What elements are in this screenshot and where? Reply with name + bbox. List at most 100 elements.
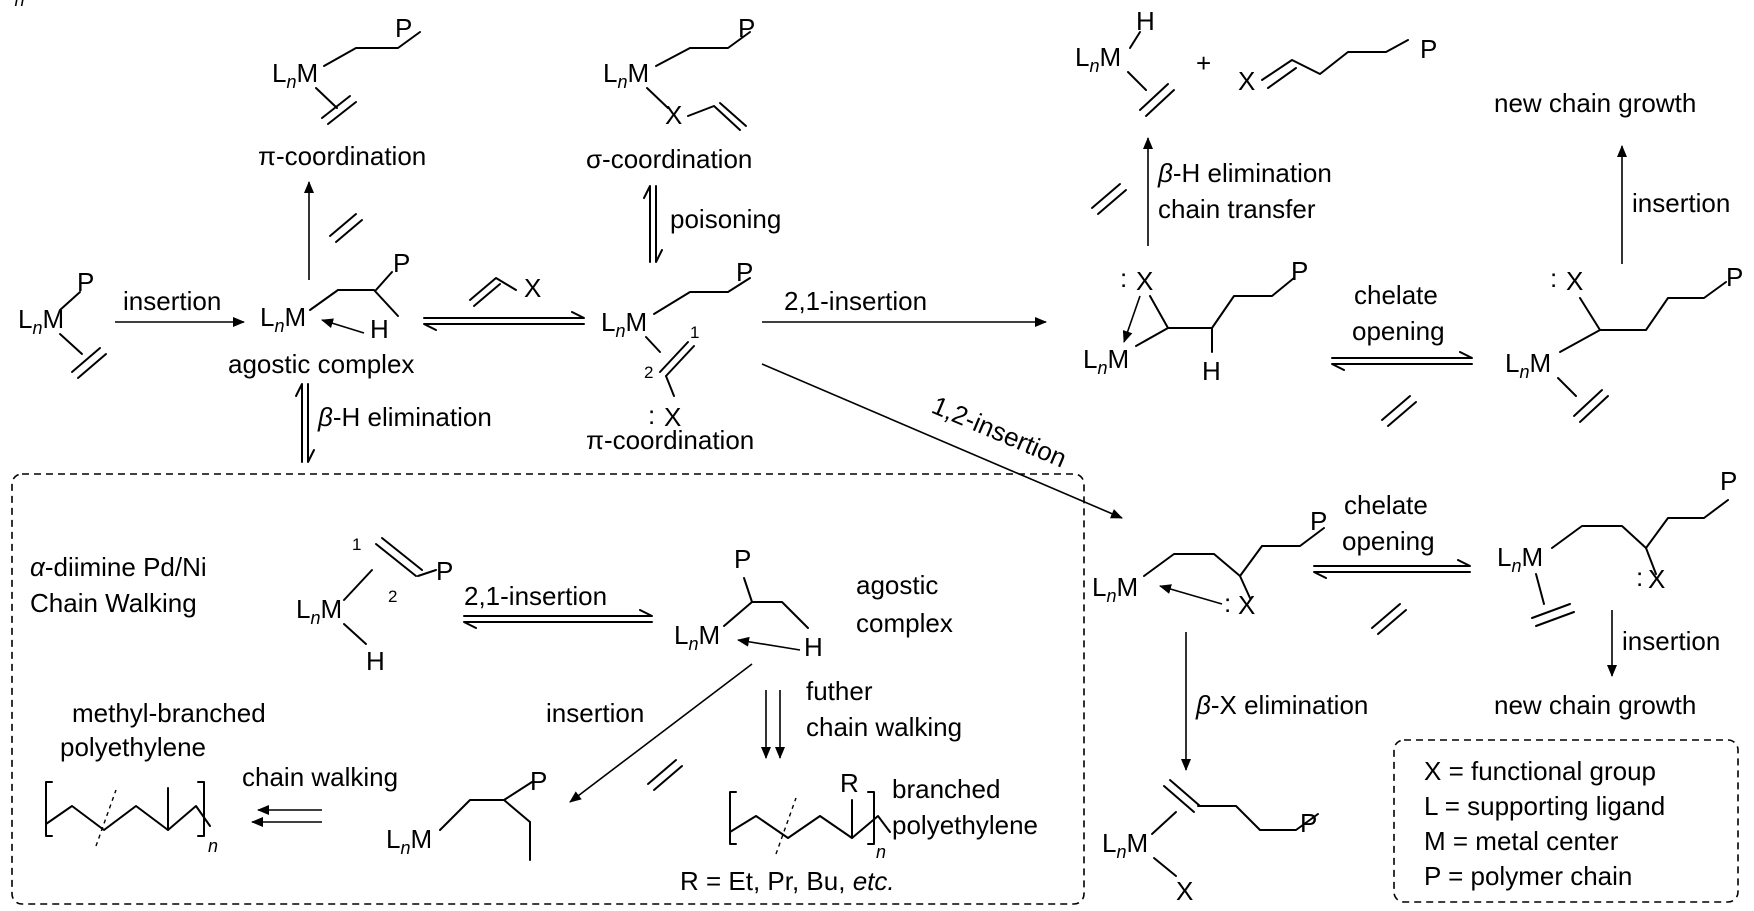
- ligand-label: LnM: [0, 0, 46, 10]
- x-atom: X: [665, 100, 682, 130]
- x-atom: X: [1648, 564, 1665, 594]
- repeat-n: n: [876, 842, 886, 862]
- position-1-label: 1: [690, 323, 699, 342]
- plus-sign: +: [1196, 48, 1211, 78]
- beta-x-elimination-label: β-X elimination: [1195, 690, 1368, 720]
- lone-pair: :: [1550, 263, 1557, 293]
- methyl-branched-polyethylene: n: [45, 781, 218, 856]
- insertion-label-top-right: insertion: [1632, 188, 1730, 218]
- legend-item: M = metal center: [1424, 826, 1619, 856]
- x-atom: X: [1238, 590, 1255, 620]
- poisoning-equilibrium-arrows: [643, 185, 663, 263]
- lone-pair: :: [1120, 263, 1127, 293]
- insertion-12-arrow: [761, 363, 1123, 519]
- beta-x-elimination-product: P X: [1102, 779, 1319, 906]
- starting-complex: P: [18, 267, 107, 379]
- pi-coordination-complex: P π-coordination: [258, 13, 426, 171]
- agostic-label-line1: agostic: [856, 570, 938, 600]
- sigma-coordination-label: σ-coordination: [586, 144, 752, 174]
- pi-coordination-label: π-coordination: [258, 141, 426, 171]
- chain-walking-label: chain walking: [242, 762, 398, 792]
- chain-walking-insertion-arrow: [569, 663, 753, 803]
- x-atom: X: [1176, 876, 1193, 906]
- position-2-label: 2: [388, 587, 397, 606]
- new-chain-growth-bottom-label: new chain growth: [1494, 690, 1696, 720]
- vinyl-x-reagent: X: [469, 273, 541, 307]
- insertion-21-label: 2,1-insertion: [784, 286, 927, 316]
- methyl-branched-label-line1: methyl-branched: [72, 698, 266, 728]
- p-atom: P: [1310, 506, 1327, 536]
- p-atom: P: [393, 248, 410, 278]
- chain-walking-title-line2: Chain Walking: [30, 588, 197, 618]
- r-group-list: R = Et, Pr, Bu, etc.: [680, 866, 895, 896]
- chelate-label: chelate: [1354, 280, 1438, 310]
- p-atom: P: [436, 556, 453, 586]
- beta-h-elimination-label: β-H elimination: [317, 402, 492, 432]
- agostic-complex: P H agostic complex: [228, 248, 414, 379]
- pi-coordination-x-complex: P 1 2 : X π-coordination: [586, 257, 754, 455]
- p-atom: P: [1291, 256, 1308, 286]
- opening-label-bottom: opening: [1342, 526, 1435, 556]
- repeat-n: n: [208, 836, 218, 856]
- chain-walking-insertion-21-label: 2,1-insertion: [464, 581, 607, 611]
- insertion-label-bottom-right: insertion: [1622, 626, 1720, 656]
- legend-item: P = polymer chain: [1424, 861, 1632, 891]
- chain-walking-agostic-complex: P H: [674, 544, 823, 662]
- p-atom: P: [738, 13, 755, 43]
- branched-polyethylene: R n: [729, 768, 891, 862]
- h-atom: H: [370, 314, 389, 344]
- chain-walking-insertion-label: insertion: [546, 698, 644, 728]
- ethylene-reagent: [1381, 395, 1417, 427]
- p-atom: P: [1720, 466, 1737, 496]
- x-atom: X: [1136, 266, 1153, 296]
- chain-walking-label-line: chain walking: [806, 712, 962, 742]
- branched-label-line2: polyethylene: [892, 810, 1038, 840]
- lone-pair: :: [1636, 562, 1643, 592]
- chelate-12-complex: P : X: [1092, 506, 1327, 620]
- h-atom: H: [1202, 356, 1221, 386]
- legend-item: X = functional group: [1424, 756, 1656, 786]
- x-atom: X: [1566, 266, 1583, 296]
- further-chain-walking-arrows: [761, 690, 785, 759]
- methyl-branched-label-line2: polyethylene: [60, 732, 206, 762]
- agostic-complex-label: agostic complex: [228, 349, 414, 379]
- insertion-label: insertion: [123, 286, 221, 316]
- legend-box: [1393, 739, 1739, 903]
- beta-h-equilibrium-arrows: [295, 383, 315, 463]
- x-atom: X: [524, 273, 541, 303]
- opened-chelate-21-complex: : X P: [1505, 262, 1743, 423]
- p-atom: P: [736, 257, 753, 287]
- pi-coordination-x-label: π-coordination: [586, 425, 754, 455]
- ethylene-reagent: [1371, 603, 1407, 635]
- olefin-product: X P: [1238, 34, 1437, 96]
- chain-walking-title-line1: α-diimine Pd/Ni: [30, 552, 207, 582]
- opened-chelate-12-complex: P : X: [1497, 466, 1737, 627]
- lnm-group: LnM: [0, 0, 46, 10]
- position-2-label: 2: [644, 363, 653, 382]
- sigma-coordination-complex: P X σ-coordination: [586, 13, 755, 174]
- h-atom: H: [1136, 6, 1155, 36]
- chelate-opening-equilibrium-top: [1331, 351, 1473, 371]
- chain-walking-equilibrium-arrows: [463, 609, 653, 629]
- lone-pair: :: [1224, 588, 1231, 618]
- x-atom: X: [664, 402, 681, 432]
- insertion-12-label: 1,2-insertion: [928, 390, 1071, 474]
- hydride-olefin-complex: P 1 2 H: [296, 535, 453, 676]
- chelate-opening-equilibrium-bottom: [1313, 559, 1471, 579]
- chain-walking-arrows: [251, 805, 322, 827]
- opening-label: opening: [1352, 316, 1445, 346]
- h-atom: H: [366, 646, 385, 676]
- ethylene-reagent: [647, 759, 683, 791]
- chelate-21-complex: : X H P: [1083, 256, 1308, 386]
- new-chain-growth-top-label: new chain growth: [1494, 88, 1696, 118]
- p-atom: P: [1300, 808, 1317, 838]
- p-atom: P: [395, 13, 412, 43]
- ethylene-reagent: [1091, 183, 1127, 215]
- p-atom: P: [1420, 34, 1437, 64]
- ethylene-reagent: [329, 213, 363, 243]
- p-atom: P: [77, 267, 94, 297]
- beta-h-elimination-top-label: β-H elimination: [1157, 158, 1332, 188]
- lone-pair: :: [648, 400, 655, 430]
